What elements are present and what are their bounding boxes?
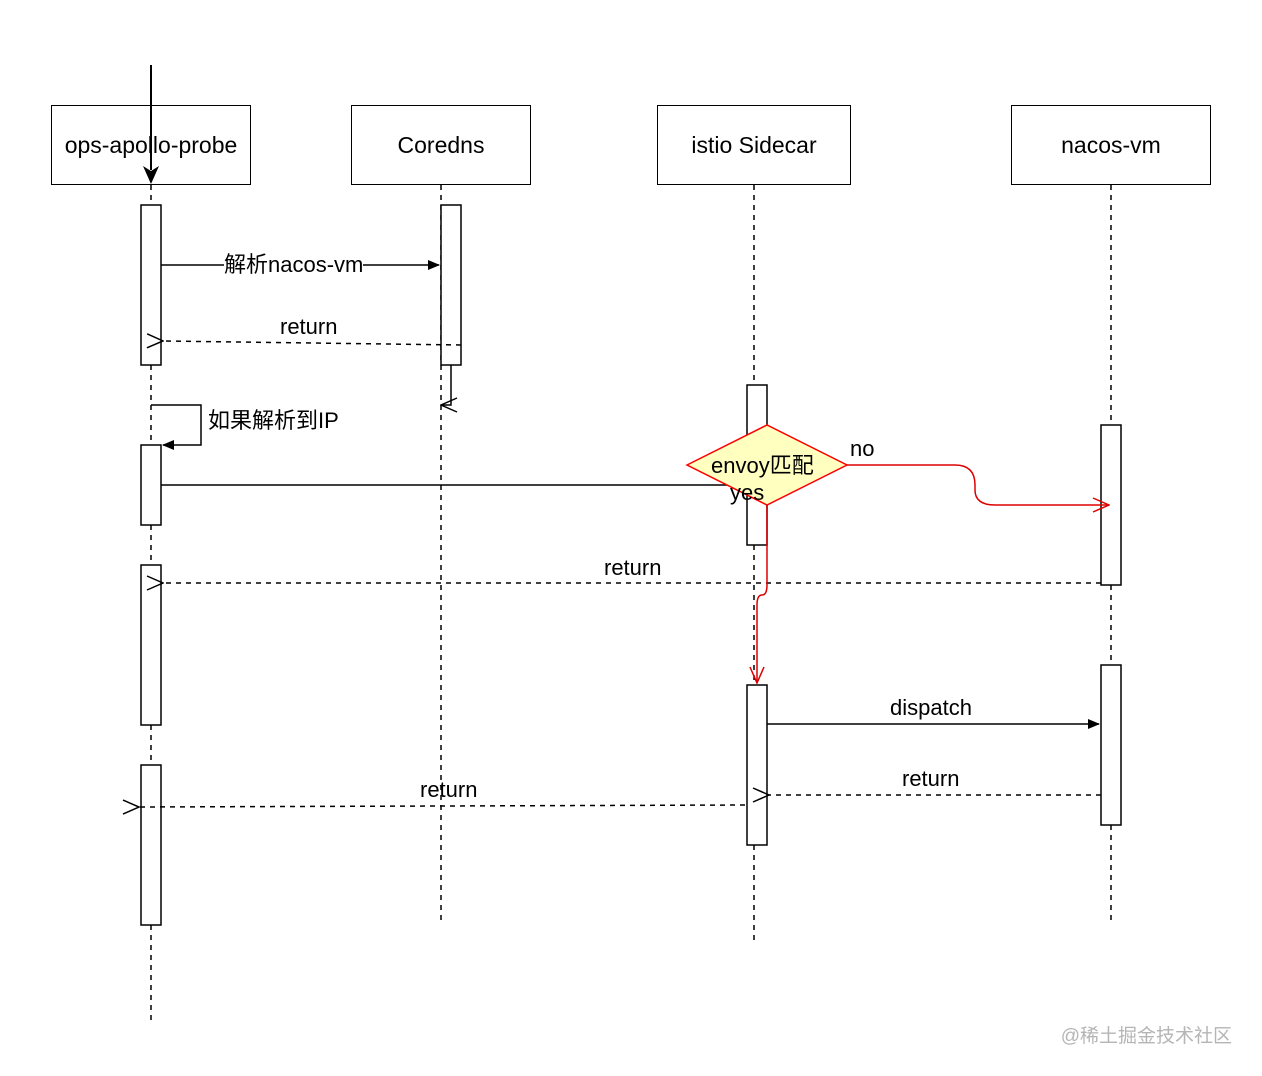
decision-yes-label: yes [730, 480, 765, 505]
label-dispatch: dispatch [890, 695, 972, 720]
label-return-nacos: return [604, 555, 662, 580]
branch-yes [757, 505, 768, 683]
participant-nacos-label: nacos-vm [1061, 131, 1161, 158]
branch-no [847, 464, 1109, 505]
activation-coredns [440, 204, 462, 366]
decision-no-label: no [850, 436, 875, 461]
arrow-return-sidecar [139, 805, 746, 807]
activation-probe-3 [140, 564, 162, 726]
arrow-self-resolved [151, 404, 202, 450]
decision-label: envoy匹配 [711, 453, 814, 478]
label-self-resolved: 如果解析到IP [208, 408, 339, 433]
participant-sidecar: istio Sidecar [657, 105, 851, 185]
activation-nacos-2 [1100, 664, 1122, 826]
participant-probe: ops-apollo-probe [51, 105, 251, 185]
participant-coredns: Coredns [351, 105, 531, 185]
activation-sidecar-2 [746, 684, 768, 846]
activation-probe-4 [140, 764, 162, 926]
participant-coredns-label: Coredns [397, 131, 485, 158]
activation-probe-1 [140, 204, 162, 366]
participant-sidecar-label: istio Sidecar [691, 131, 817, 158]
label-return-dns: return [280, 314, 338, 339]
label-return-sidecar: return [420, 777, 478, 802]
activation-probe-2 [140, 444, 162, 526]
participant-nacos: nacos-vm [1011, 105, 1211, 185]
arrow-coredns-hook [441, 365, 451, 405]
arrow-return-dns [163, 341, 462, 345]
participant-probe-label: ops-apollo-probe [64, 131, 238, 159]
label-resolve: 解析nacos-vm [224, 252, 364, 277]
watermark: @稀土掘金技术社区 [1060, 1026, 1232, 1047]
label-return-dispatch: return [902, 766, 960, 791]
